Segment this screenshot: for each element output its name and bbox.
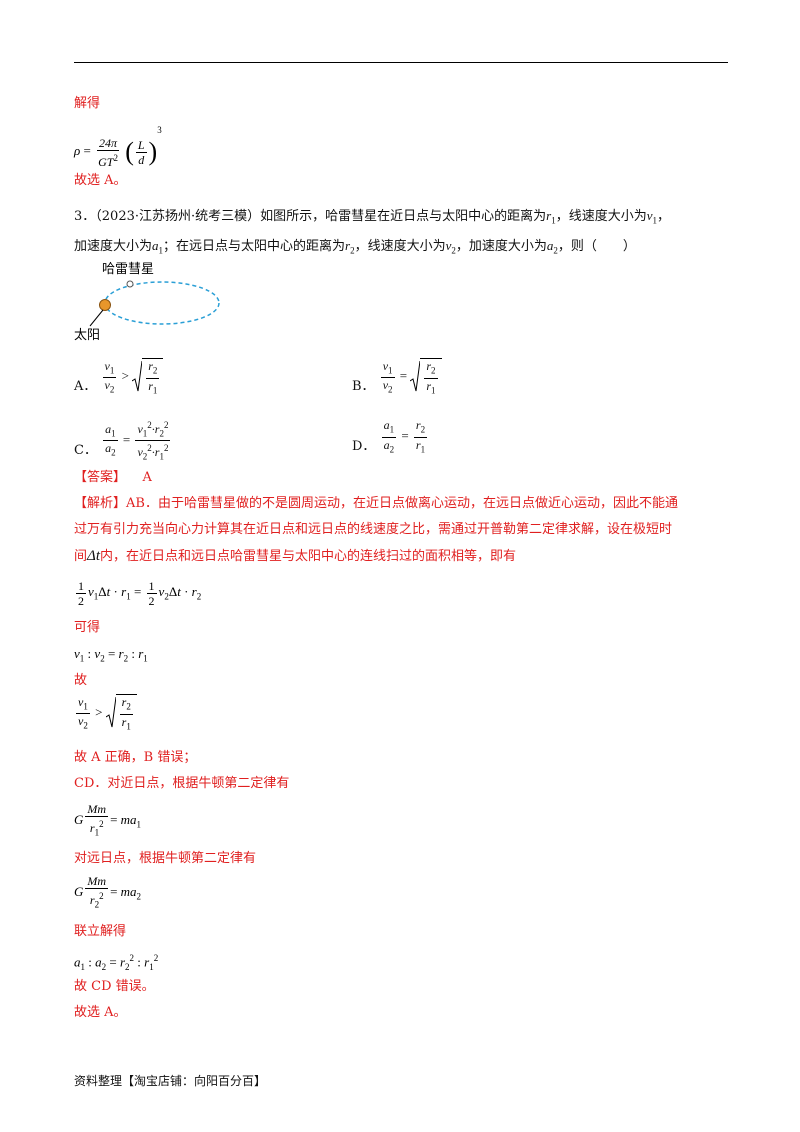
orbit-diagram	[89, 280, 220, 327]
analysis-p3b: 内，在近日点和远日点哈雷彗星与太阳中心的连线扫过的面积相等，即有	[100, 549, 517, 564]
rho-exponent: 3	[157, 125, 162, 135]
analysis-p1: AB．由于哈雷彗星做的不是圆周运动，在近日点做离心运动，在远日点做近心运动，因此…	[126, 496, 678, 511]
rho-coef-num: 24π	[97, 135, 120, 151]
option-b-label: B．	[352, 379, 375, 395]
comet-shape	[126, 280, 134, 288]
option-d-label: D．	[352, 438, 376, 454]
analysis-p3a: 间	[74, 549, 88, 564]
acceleration-ratio-equation: a1 : a2 = r22 : r12	[74, 953, 159, 972]
lianli-label: 联立解得	[74, 924, 127, 939]
question-text-2d: ，加速度大小为	[455, 239, 547, 254]
option-c-label: C．	[74, 442, 97, 458]
question-text-1b: ，线速度大小为	[555, 209, 647, 224]
conclusion-cd: 故 CD 错误。	[74, 979, 155, 994]
sun-shape	[99, 299, 111, 311]
question-text-1a: 如图所示，哈雷彗星在近日点与太阳中心的距离为	[260, 209, 547, 224]
var-a2: a2	[546, 238, 558, 256]
option-c-relation: =	[122, 431, 131, 447]
rho-ratio-num: L	[135, 137, 147, 153]
question-text-2c: ，线速度大小为	[354, 239, 446, 254]
orbit-ellipse	[104, 281, 220, 325]
analysis-line-3: 间Δt内，在近日点和远日点哈雷彗星与太阳中心的连线扫过的面积相等，即有	[74, 548, 516, 565]
rho-coefficient: 24π GT2	[97, 135, 120, 169]
option-b-relation: =	[399, 368, 408, 384]
option-a-label: A．	[74, 379, 97, 395]
var-a1: a1	[152, 238, 164, 256]
question-text-2b: ；在远日点与太阳中心的距离为	[163, 239, 346, 254]
question-line-2: 加速度大小为a1；在远日点与太阳中心的距离为r2，线速度大小为v2，加速度大小为…	[74, 238, 636, 259]
question-text-2a: 加速度大小为	[74, 239, 153, 254]
var-v1: v1	[646, 208, 658, 226]
rho-ratio: L d	[135, 137, 147, 167]
option-d-relation: =	[401, 428, 409, 443]
analysis-tag: 【解析】	[74, 496, 127, 511]
rho-symbol: ρ	[74, 143, 81, 158]
footer-text: 资料整理【淘宝店铺：向阳百分百】	[74, 1074, 267, 1088]
answer-value: A	[142, 470, 152, 485]
answer-tag: 【答案】	[74, 470, 127, 485]
final-choice: 故选 A。	[74, 1005, 127, 1020]
question-number: 3．	[74, 209, 96, 224]
question-source: （2023·江苏扬州·统考三模）	[95, 209, 261, 224]
kede-label: 可得	[74, 620, 101, 635]
rho-ratio-den: d	[138, 152, 145, 167]
header-rule	[74, 62, 728, 63]
var-r1: r1	[546, 208, 556, 226]
gu-label: 故	[74, 673, 88, 688]
delta-t: Δt	[87, 548, 100, 564]
var-r2: r2	[345, 238, 355, 256]
orbit-figure: 哈雷彗星 太阳	[70, 262, 230, 350]
option-a-relation: >	[121, 368, 129, 384]
far-intro: 对远日点，根据牛顿第二定律有	[74, 851, 257, 866]
rho-coef-den: GT	[98, 154, 114, 169]
sun-pointer	[89, 309, 104, 327]
sun-label: 太阳	[74, 328, 101, 343]
question-line-1: 3．（2023·江苏扬州·统考三模）如图所示，哈雷彗星在近日点与太阳中心的距离为…	[74, 208, 670, 229]
answer-line: 【答案】 A	[74, 470, 152, 486]
rho-formula: ρ = 24π GT2 ( L d )3	[74, 125, 162, 169]
comet-label: 哈雷彗星	[102, 262, 155, 277]
cd-intro: CD．对近日点，根据牛顿第二定律有	[74, 776, 290, 791]
question-text-1c: ，	[657, 209, 671, 224]
analysis-line-1: 【解析】AB．由于哈雷彗星做的不是圆周运动，在近日点做离心运动，在远日点做近心运…	[74, 496, 678, 512]
question-text-2e: ，则（ ）	[557, 239, 636, 254]
var-v2: v2	[445, 238, 456, 256]
analysis-line-2: 过万有引力充当向心力计算其在近日点和远日点的线速度之比，需通过开普勒第二定律求解…	[74, 522, 673, 537]
xuan-label-1: 故选 A。	[74, 173, 127, 188]
velocity-ratio-equation: v1 : v2 = r2 : r1	[74, 646, 148, 664]
conclusion-ab: 故 A 正确，B 错误；	[74, 750, 197, 765]
jiede-label: 解得	[74, 96, 101, 111]
